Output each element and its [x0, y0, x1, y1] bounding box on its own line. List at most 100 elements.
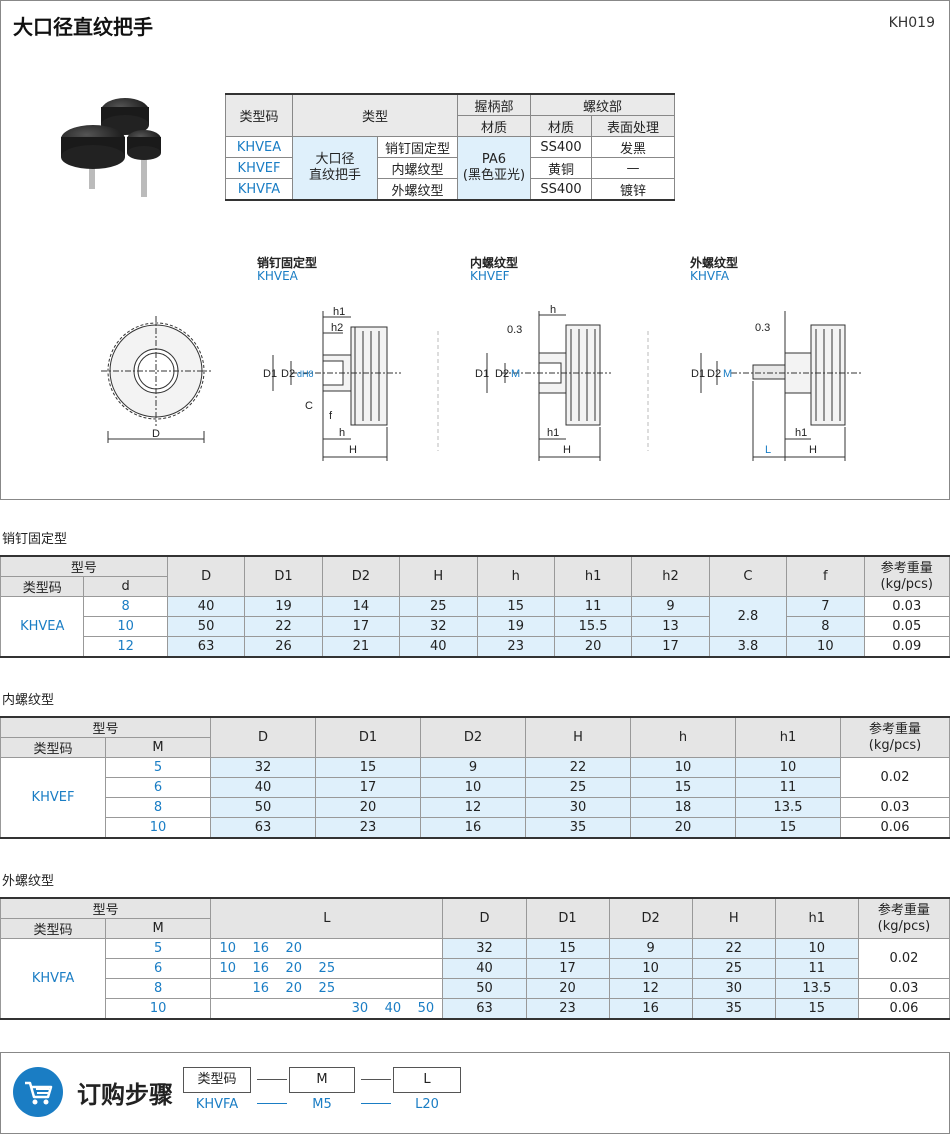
value-cell: 63 — [166, 636, 246, 657]
value-cell: 30 — [525, 797, 631, 818]
value-cell: 13.5 — [735, 797, 841, 818]
weight-cell: 0.02 — [857, 938, 950, 979]
order-value-l: L20 — [415, 1097, 439, 1112]
header-col: h1 — [553, 555, 633, 597]
type-code-cell: KHVEA — [0, 596, 85, 657]
value-cell: 22 — [691, 938, 776, 959]
diagram-title-pin: 销钉固定型 KHVEA — [257, 257, 317, 283]
m-cell: 8 — [105, 797, 211, 818]
header-col: D1 — [244, 555, 323, 597]
c-cell: 2.8 — [708, 596, 788, 637]
dim-label-H: H — [349, 444, 357, 456]
dim-label-h2: h2 — [331, 322, 343, 334]
value-cell: 35 — [691, 998, 776, 1019]
header-surface: 表面处理 — [591, 115, 675, 137]
l-cell: 50 — [409, 998, 444, 1019]
l-cell — [244, 998, 278, 1019]
m-cell: 6 — [105, 777, 211, 798]
header-col: D — [166, 555, 246, 597]
value-cell: 12 — [420, 797, 526, 818]
value-cell: 30 — [691, 978, 776, 999]
header-type-code: 类型码 — [0, 918, 107, 939]
header-type: 类型 — [292, 93, 458, 137]
header-d: d — [83, 576, 168, 597]
value-cell: 12 — [608, 978, 693, 999]
value-cell: 20 — [553, 636, 633, 657]
f-cell: 7 — [786, 596, 865, 617]
l-cell — [409, 938, 444, 959]
value-cell: 25 — [399, 596, 478, 617]
l-cell: 10 — [210, 938, 245, 959]
header-col: D — [210, 716, 316, 758]
header-weight: 参考重量 (kg/pcs) — [857, 897, 950, 939]
l-cell: 20 — [277, 938, 311, 959]
dim-label-C: C — [305, 400, 313, 412]
value-cell: 15 — [476, 596, 555, 617]
d-cell: 8 — [83, 596, 168, 617]
weight-cell: 0.06 — [840, 817, 950, 838]
product-photo — [61, 98, 161, 197]
value-cell: 40 — [210, 777, 316, 798]
type-code-cell: KHVEF — [0, 757, 106, 838]
order-connector — [361, 1079, 391, 1080]
value-cell: 20 — [525, 978, 610, 999]
dim-label-D: D — [152, 428, 160, 440]
spec-category: 大口径 直纹把手 — [292, 136, 378, 201]
value-cell: 11 — [774, 958, 859, 979]
diagram-name: 外螺纹型 — [690, 256, 739, 270]
header-m: M — [105, 918, 212, 939]
dim-label-D2: D2 — [707, 368, 721, 380]
l-cell — [310, 998, 344, 1019]
dim-label-M: M — [723, 368, 732, 380]
header-weight: 参考重量 (kg/pcs) — [840, 716, 950, 758]
value-cell: 22 — [244, 616, 323, 637]
m-cell: 6 — [105, 958, 212, 979]
page-title: 大口径直纹把手 — [13, 15, 153, 39]
header-col: C — [708, 555, 788, 597]
value-cell: 32 — [210, 757, 316, 778]
header-type-code: 类型码 — [0, 737, 106, 758]
weight-cell: 0.06 — [857, 998, 950, 1019]
l-cell — [376, 978, 410, 999]
spec-table: 类型码 类型 握柄部 螺纹部 材质 材质 表面处理 KHVEA 大口径 直纹把手… — [225, 93, 675, 201]
spec-type: 外螺纹型 — [377, 178, 458, 201]
header-model: 型号 — [0, 716, 211, 738]
spec-surface: — — [591, 157, 675, 179]
l-cell — [376, 958, 410, 979]
spec-type: 销钉固定型 — [377, 136, 458, 158]
header-col: f — [786, 555, 865, 597]
spec-code: KHVFA — [225, 178, 293, 201]
value-cell: 32 — [399, 616, 478, 637]
order-value-m: M5 — [312, 1097, 332, 1112]
c-cell: 3.8 — [708, 636, 788, 657]
dim-label-D2: D2 — [495, 368, 509, 380]
value-cell: 20 — [315, 797, 421, 818]
header-model: 型号 — [0, 897, 212, 919]
side-view-outer: H L h1 0.3 D1 D2 M — [691, 311, 861, 461]
value-cell: 63 — [442, 998, 527, 1019]
order-box-type-code: 类型码 — [183, 1067, 251, 1093]
l-cell: 40 — [376, 998, 410, 1019]
section-title-pin: 销钉固定型 — [2, 532, 68, 547]
value-cell: 25 — [525, 777, 631, 798]
spec-type: 内螺纹型 — [377, 157, 458, 179]
spec-code: KHVEA — [225, 136, 293, 158]
spec-material: SS400 — [530, 136, 592, 158]
value-cell: 23 — [476, 636, 555, 657]
product-code: KH019 — [888, 15, 935, 31]
m-cell: 8 — [105, 978, 212, 999]
value-cell: 40 — [442, 958, 527, 979]
value-cell: 35 — [525, 817, 631, 838]
header-weight: 参考重量 (kg/pcs) — [863, 555, 950, 597]
l-cell: 10 — [210, 958, 245, 979]
diagram-code: KHVFA — [690, 269, 730, 283]
header-col: D — [442, 897, 527, 939]
header-col: D2 — [608, 897, 693, 939]
value-cell: 9 — [631, 596, 710, 617]
dim-label-dH8: dH8 — [297, 369, 314, 379]
dim-label-H: H — [563, 444, 571, 456]
weight-cell: 0.03 — [857, 978, 950, 999]
dim-label-D1: D1 — [263, 368, 277, 380]
header-m: M — [105, 737, 211, 758]
m-cell: 5 — [105, 757, 211, 778]
